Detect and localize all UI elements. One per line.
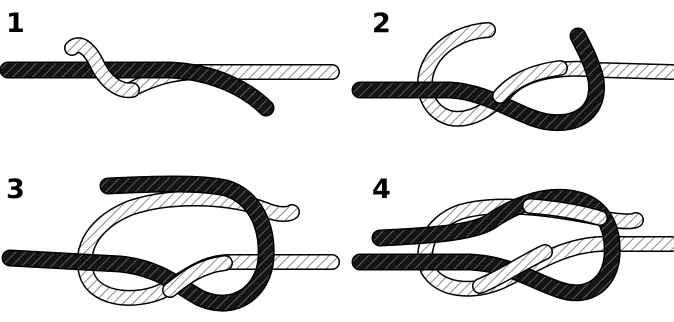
step-3-light-rope-over <box>170 263 225 290</box>
step-3-panel: 3 <box>6 174 332 303</box>
step-1-number: 1 <box>6 8 25 39</box>
step-4-panel: 4 <box>360 174 672 293</box>
step-3-number: 3 <box>6 174 25 205</box>
step-4-number: 4 <box>372 174 391 205</box>
step-2-panel: 2 <box>360 8 672 123</box>
step-2-light-rope-over <box>500 68 560 96</box>
step-1-panel: 1 <box>6 8 332 108</box>
step-2-number: 2 <box>372 8 391 39</box>
step-3-light-rope <box>85 198 332 297</box>
